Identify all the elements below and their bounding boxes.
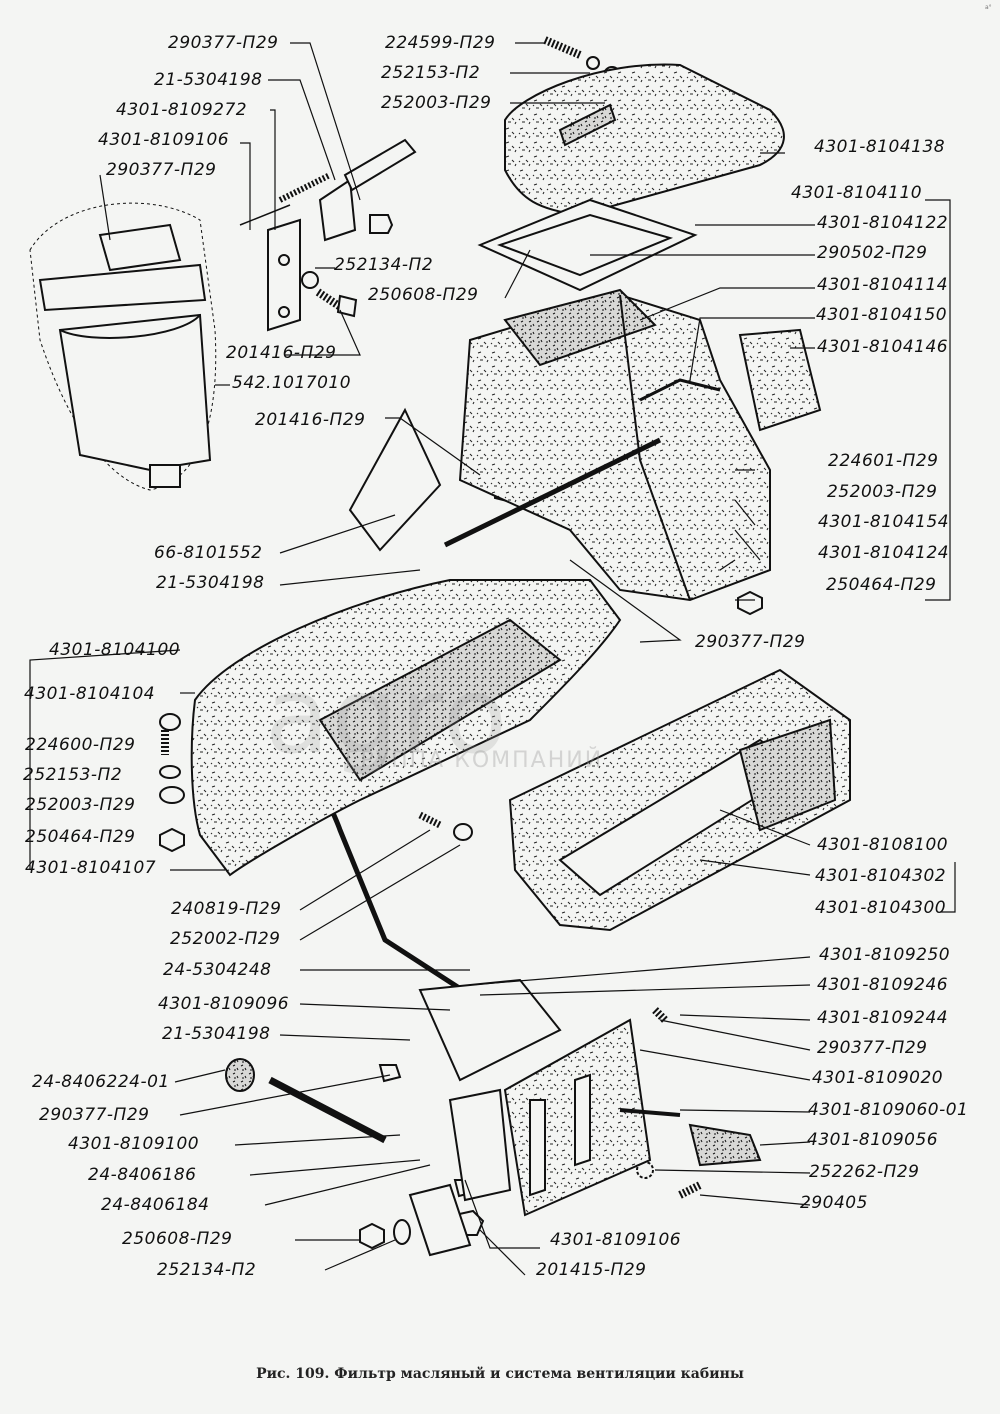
- oil-filter-part: [29, 202, 217, 491]
- callout-label: 21-5304198: [162, 1024, 271, 1044]
- callout-label: 4301-8104138: [814, 137, 946, 157]
- callout-label: 21-5304198: [156, 573, 265, 593]
- vent-housing-part: [458, 288, 822, 602]
- callout-label: 250464-П29: [25, 827, 136, 847]
- air-duct-part: [190, 579, 622, 877]
- callout-label: 252153-П2: [23, 765, 123, 785]
- callout-label: 4301-8109244: [817, 1008, 949, 1028]
- callout-label: 4301-8108100: [817, 835, 949, 855]
- callout-label: 201416-П29: [255, 410, 366, 430]
- callout-label: 4301-8104110: [791, 183, 923, 203]
- callout-label: 4301-8104107: [25, 858, 157, 878]
- callout-label: 4301-8104150: [816, 305, 948, 325]
- callout-label: 290377-П29: [106, 160, 217, 180]
- callout-label: 4301-8109106: [550, 1230, 682, 1250]
- callout-label: 24-8406186: [88, 1165, 197, 1185]
- callout-label: 66-8101552: [154, 543, 263, 563]
- callout-label: 240819-П29: [171, 899, 282, 919]
- callout-label: 4301-8104146: [817, 337, 949, 357]
- air-deflector-part: [508, 668, 851, 932]
- callout-label: 252003-П29: [25, 795, 136, 815]
- callout-label: 201415-П29: [536, 1260, 647, 1280]
- callout-label: 290377-П29: [695, 632, 806, 652]
- callout-label: 4301-8109250: [819, 945, 951, 965]
- watermark-subtitle: ГРУППА КОМПАНИЙ: [345, 748, 604, 773]
- callout-label: 4301-8104100: [49, 640, 181, 660]
- bracket-spring-part: [239, 138, 417, 332]
- callout-label: 4301-8109020: [812, 1068, 944, 1088]
- vent-top-cover-part: [477, 63, 785, 292]
- callout-label: 224601-П29: [828, 451, 939, 471]
- callout-label: 4301-8109106: [98, 130, 230, 150]
- callout-label: 290502-П29: [817, 243, 928, 263]
- callout-label: 252003-П29: [381, 93, 492, 113]
- callout-label: 4301-8104300: [815, 898, 947, 918]
- callout-label: 4301-8104104: [24, 684, 156, 704]
- callout-label: 4301-8104154: [818, 512, 950, 532]
- callout-label: 252134-П2: [157, 1260, 257, 1280]
- callout-label: 4301-8104114: [817, 275, 949, 295]
- callout-label: 290405: [800, 1193, 868, 1213]
- callout-label: 4301-8109100: [68, 1134, 200, 1154]
- callout-label: 24-5304248: [163, 960, 272, 980]
- control-lever-assembly-part: [268, 978, 762, 1257]
- callout-label: 21-5304198: [154, 70, 263, 90]
- figure-caption: Рис. 109. Фильтр масляный и система вент…: [256, 1366, 744, 1382]
- callout-label: 4301-8104124: [818, 543, 950, 563]
- callout-label: 24-8406184: [101, 1195, 210, 1215]
- callout-label: 4301-8109246: [817, 975, 949, 995]
- callout-label: 250464-П29: [826, 575, 937, 595]
- callout-label: 252153-П2: [381, 63, 481, 83]
- leader-lines: [29, 42, 956, 1276]
- callout-label: 224599-П29: [385, 33, 496, 53]
- callout-label: 250608-П29: [368, 285, 479, 305]
- callout-label: 542.1017010: [232, 373, 352, 393]
- callout-label: 4301-8109272: [116, 100, 248, 120]
- callout-label: 4301-8109056: [807, 1130, 939, 1150]
- callout-label: 224600-П29: [25, 735, 136, 755]
- callout-label: 290377-П29: [817, 1038, 928, 1058]
- callout-label: 4301-8104302: [815, 866, 947, 886]
- callout-label: 252262-П29: [809, 1162, 920, 1182]
- callout-label: 4301-8104122: [817, 213, 949, 233]
- callout-label: 290377-П29: [168, 33, 279, 53]
- callout-label: 252134-П2: [334, 255, 434, 275]
- corner-mark: a°: [985, 4, 992, 11]
- callout-label: 290377-П29: [39, 1105, 150, 1125]
- callout-label: 250608-П29: [122, 1229, 233, 1249]
- watermark-logo: agro: [265, 655, 510, 777]
- callout-label: 252003-П29: [827, 482, 938, 502]
- callout-label: 252002-П29: [170, 929, 281, 949]
- callout-label: 4301-8109096: [158, 994, 290, 1014]
- callout-label: 24-8406224-01: [32, 1072, 170, 1092]
- callout-label: 201416-П29: [226, 343, 337, 363]
- callout-label: 4301-8109060-01: [808, 1100, 969, 1120]
